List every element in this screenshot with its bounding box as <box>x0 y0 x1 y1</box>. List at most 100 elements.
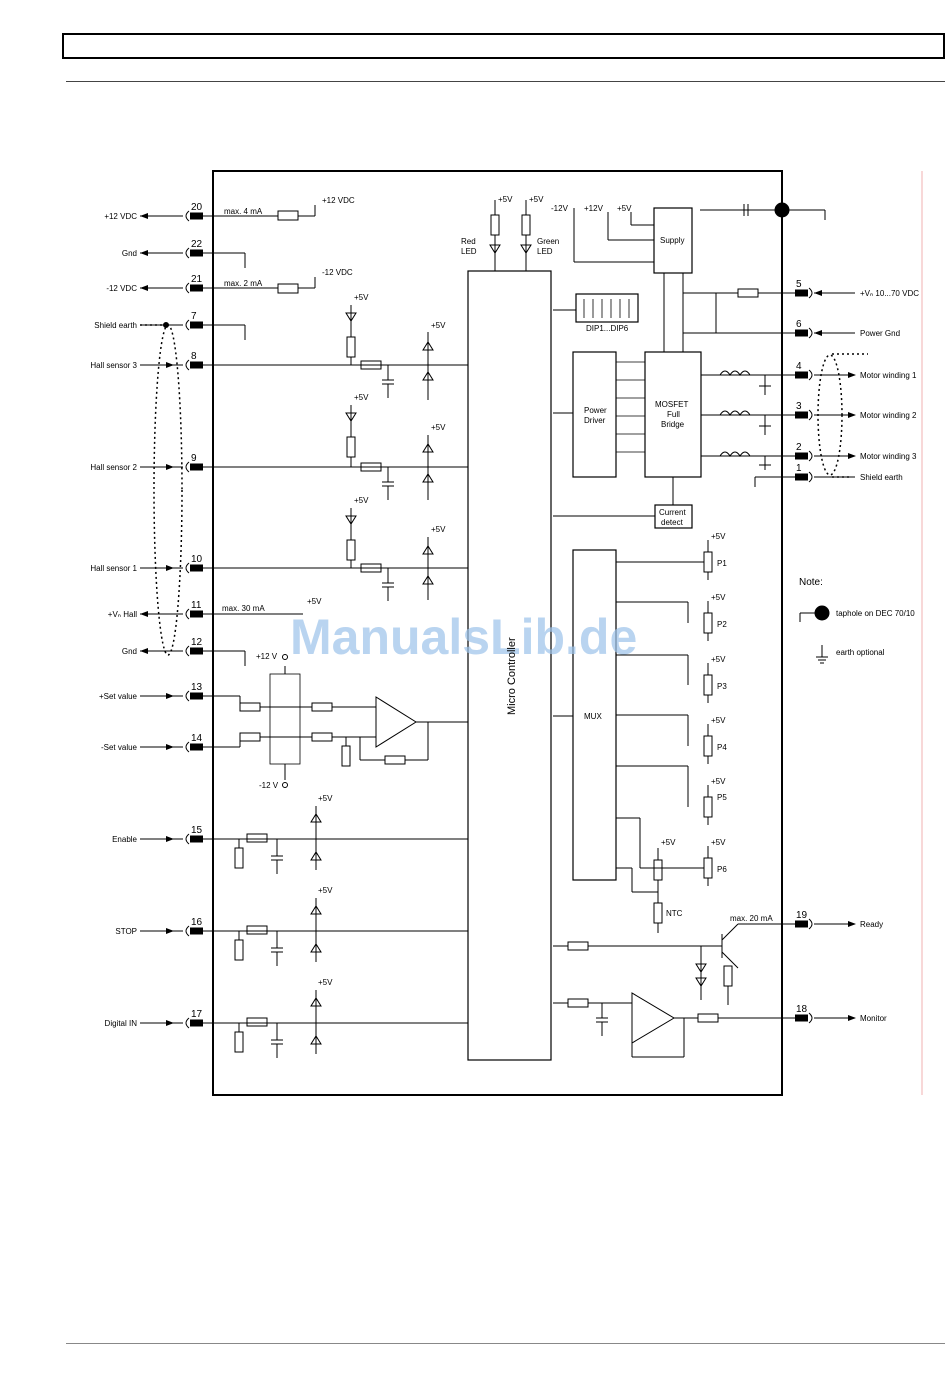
left-pin-21: 21 -12 VDC <box>106 274 203 294</box>
annotation-5v-enable: +5V <box>318 794 333 803</box>
annotation-5v-ntc: +5V <box>661 838 676 847</box>
annotation-5v-din: +5V <box>318 978 333 987</box>
pot-p2: P2 <box>717 620 727 629</box>
pot-p6: P6 <box>717 865 727 874</box>
left-pin-13: 13 +Set value <box>99 682 203 702</box>
right-pin-label: Shield earth <box>860 473 903 482</box>
micro-controller-label: Micro Controller <box>506 637 518 715</box>
green-led-label-2: LED <box>537 247 553 256</box>
pot-p5: P5 <box>717 793 727 802</box>
note-title: Note: <box>799 577 823 588</box>
annotation-max4: max. 4 mA <box>224 207 263 216</box>
annotation-5v-p2: +5V <box>711 593 726 602</box>
right-pin-number: 3 <box>796 401 802 412</box>
left-pin-label: Hall sensor 3 <box>90 361 137 370</box>
left-pin-label: STOP <box>115 927 137 936</box>
supply-label: Supply <box>660 236 684 245</box>
left-pin-number: 9 <box>191 453 197 464</box>
mosfet-label-3: Bridge <box>661 420 685 429</box>
right-pin-label: Monitor <box>860 1014 887 1023</box>
annotation-max2: max. 2 mA <box>224 279 263 288</box>
left-pin-label: Shield earth <box>94 321 137 330</box>
annotation-supply-5v: +5V <box>617 204 632 213</box>
annotation-max30: max. 30 mA <box>222 604 265 613</box>
right-pin-number: 1 <box>796 463 802 474</box>
annotation-5v-p4: +5V <box>711 716 726 725</box>
right-pin-label: +Vₙ 10...70 VDC <box>860 289 919 298</box>
left-pin-label: Gnd <box>122 249 137 258</box>
red-led-label-2: LED <box>461 247 477 256</box>
right-pin-number: 6 <box>796 319 802 330</box>
annotation-supply-minus12v: -12V <box>551 204 569 213</box>
left-pin-number: 13 <box>191 682 203 693</box>
green-led-label-1: Green <box>537 237 559 246</box>
left-pin-14: 14-Set value <box>101 733 203 753</box>
left-pin-number: 17 <box>191 1009 203 1020</box>
right-pin-number: 4 <box>796 361 802 372</box>
annotation-led-5v-green: +5V <box>529 195 544 204</box>
annotation-12vdc: +12 VDC <box>322 196 355 205</box>
annotation-5v-hall1: +5V <box>354 496 369 505</box>
left-pin-11: 11 +Vₙ Hall <box>108 600 203 620</box>
annotation-5v-p5: +5V <box>711 777 726 786</box>
annotation-5v-d1: +5V <box>431 525 446 534</box>
current-detect-label-1: Current <box>659 508 686 517</box>
annotation-led-5v-red: +5V <box>498 195 513 204</box>
left-pin-label: -12 VDC <box>106 284 137 293</box>
left-pin-label: +Set value <box>99 692 138 701</box>
left-pin-number: 20 <box>191 202 203 213</box>
annotation-5v-p1: +5V <box>711 532 726 541</box>
left-pin-number: 14 <box>191 733 203 744</box>
annotation-5v-hall: +5V <box>307 597 322 606</box>
note-earth: earth optional <box>836 648 885 657</box>
pot-p1: P1 <box>717 559 727 568</box>
annotation-5v-p6: +5V <box>711 838 726 847</box>
dip-label: DIP1...DIP6 <box>586 324 629 333</box>
mosfet-label-2: Full <box>667 410 680 419</box>
annotation-supply-plus12v: +12V <box>584 204 604 213</box>
power-driver-label-1: Power <box>584 406 607 415</box>
left-pin-number: 21 <box>191 274 203 285</box>
annotation-12v: +12 V <box>256 652 278 661</box>
right-pin-number: 5 <box>796 279 802 290</box>
left-pin-number: 7 <box>191 311 197 322</box>
right-pin-label: Power Gnd <box>860 329 900 338</box>
pot-p3: P3 <box>717 682 727 691</box>
footer-rule <box>66 1343 945 1344</box>
pot-p4: P4 <box>717 743 727 752</box>
current-detect-label-2: detect <box>661 518 684 527</box>
left-pin-label: +12 VDC <box>104 212 137 221</box>
left-pin-label: +Vₙ Hall <box>108 610 137 619</box>
left-pin-20: 20 +12 VDC <box>104 202 203 222</box>
right-pin-label: Motor winding 2 <box>860 411 917 420</box>
annotation-5v-p3: +5V <box>711 655 726 664</box>
right-pin-label: Ready <box>860 920 883 929</box>
left-pin-number: 22 <box>191 239 203 250</box>
right-pin-number: 2 <box>796 442 802 453</box>
watermark: ManualsLib.de <box>290 609 637 665</box>
left-pin-number: 11 <box>191 600 202 611</box>
annotation-minus12vdc: -12 VDC <box>322 268 353 277</box>
left-pin-label: Gnd <box>122 647 137 656</box>
right-pin-label: Motor winding 1 <box>860 371 917 380</box>
note-taphole: taphole on DEC 70/10 <box>836 609 915 618</box>
annotation-max20: max. 20 mA <box>730 914 773 923</box>
left-pin-number: 15 <box>191 825 203 836</box>
left-pin-number: 10 <box>191 554 203 565</box>
annotation-5v-d2: +5V <box>431 423 446 432</box>
